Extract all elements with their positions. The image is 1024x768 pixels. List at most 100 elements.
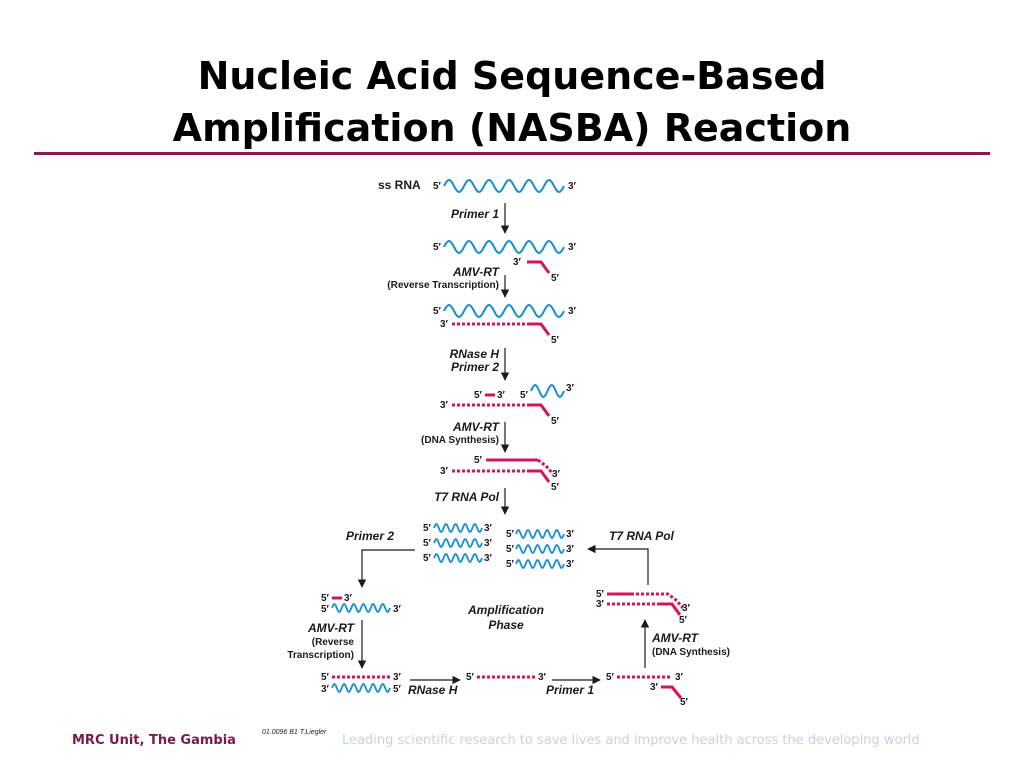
label-primer1: Primer 1 — [451, 207, 499, 221]
label-3prime: 3′ — [538, 672, 547, 683]
rna-strand — [331, 682, 391, 694]
label-5prime: 5′ — [680, 697, 689, 708]
label-5prime: 5′ — [423, 523, 432, 534]
primer1-strand — [661, 685, 683, 699]
label-3prime: 3′ — [440, 400, 449, 411]
rna-strand — [443, 303, 565, 319]
figure-credit: 01.0096 B1 T.Liegler — [262, 729, 327, 736]
label-5prime: 5′ — [679, 615, 688, 626]
footer-tagline: Leading scientific research to save live… — [342, 733, 920, 748]
primer1-strand — [527, 260, 551, 274]
label-5prime: 5′ — [551, 273, 560, 284]
label-phase: Phase — [488, 618, 524, 632]
label-primer1: Primer 1 — [546, 683, 594, 697]
label-5prime: 5′ — [506, 544, 515, 555]
label-5prime: 5′ — [321, 672, 330, 683]
title-line-1: Nucleic Acid Sequence-Based — [197, 54, 827, 98]
label-5prime: 5′ — [474, 455, 483, 466]
label-5prime: 5′ — [520, 390, 529, 401]
label-5prime: 5′ — [433, 181, 442, 192]
label-reverse-transcription: (Reverse Transcription) — [387, 280, 499, 291]
title-line-2: Amplification (NASBA) Reaction — [172, 106, 852, 150]
label-5prime: 5′ — [433, 306, 442, 317]
label-rnase-h: RNase H — [450, 347, 500, 361]
dsdna-bottom — [528, 469, 551, 483]
label-ss-rna: ss RNA — [378, 178, 421, 192]
label-amv-rt: AMV-RT — [452, 420, 501, 434]
dsdna-bottom — [660, 602, 682, 616]
label-3prime: 3′ — [513, 257, 522, 268]
label-3prime: 3′ — [675, 672, 684, 683]
label-3prime: 3′ — [440, 466, 449, 477]
label-3prime: 3′ — [566, 529, 575, 540]
label-3prime: 3′ — [682, 603, 691, 614]
label-3prime: 3′ — [393, 604, 402, 615]
label-amv-rt: AMV-RT — [452, 265, 501, 279]
label-5prime: 5′ — [423, 538, 432, 549]
slide-title: Nucleic Acid Sequence-Based Amplificatio… — [0, 50, 1024, 154]
label-5prime: 5′ — [606, 672, 615, 683]
label-3prime: 3′ — [568, 242, 577, 253]
label-5prime: 5′ — [321, 593, 330, 604]
label-3prime: 3′ — [484, 553, 493, 564]
label-5prime: 5′ — [433, 242, 442, 253]
label-5prime: 5′ — [506, 529, 515, 540]
label-amv-rt: AMV-RT — [651, 631, 700, 645]
label-3prime: 3′ — [393, 672, 402, 683]
label-3prime: 3′ — [484, 523, 493, 534]
label-3prime: 3′ — [650, 682, 659, 693]
rna-copy — [433, 522, 483, 534]
title-divider — [34, 152, 990, 155]
rna-fragment — [530, 383, 565, 399]
label-3prime: 3′ — [497, 390, 506, 401]
label-5prime: 5′ — [551, 416, 560, 427]
label-5prime: 5′ — [466, 672, 475, 683]
label-3prime: 3′ — [568, 306, 577, 317]
label-5prime: 5′ — [321, 604, 330, 615]
label-3prime: 3′ — [566, 544, 575, 555]
arrow-cycle-primer2 — [357, 549, 415, 588]
rna-copy — [515, 558, 565, 570]
dsdna-top-dotted — [537, 458, 555, 475]
label-amplification: Amplification — [467, 603, 544, 617]
arrow-cycle-t7 — [587, 544, 649, 585]
label-5prime: 5′ — [551, 482, 560, 493]
label-amv-rt: AMV-RT — [307, 621, 356, 635]
label-3prime: 3′ — [484, 538, 493, 549]
label-3prime: 3′ — [552, 469, 561, 480]
label-reverse: (Reverse — [312, 637, 355, 648]
footer-org-name: MRC Unit, The Gambia — [72, 733, 236, 748]
rna-copy — [515, 543, 565, 555]
label-3prime: 3′ — [568, 181, 577, 192]
label-5prime: 5′ — [474, 390, 483, 401]
label-3prime: 3′ — [321, 684, 330, 695]
label-5prime: 5′ — [551, 335, 560, 346]
dsdna-top-dotted — [631, 592, 685, 609]
label-5prime: 5′ — [423, 553, 432, 564]
rna-copy — [433, 537, 483, 549]
rna-strand — [331, 602, 391, 614]
label-primer2: Primer 2 — [451, 360, 499, 374]
label-3prime: 3′ — [566, 383, 575, 394]
rna-copy — [515, 528, 565, 540]
label-t7-rna-pol: T7 RNA Pol — [434, 490, 500, 504]
label-5prime: 5′ — [393, 684, 402, 695]
label-5prime: 5′ — [506, 559, 515, 570]
label-3prime: 3′ — [596, 599, 605, 610]
label-3prime: 3′ — [440, 319, 449, 330]
label-3prime: 3′ — [344, 593, 353, 604]
label-transcription: Transcription) — [287, 650, 354, 661]
label-dna-synthesis: (DNA Synthesis) — [421, 435, 499, 446]
primer1-strand — [528, 322, 551, 336]
rna-copy — [433, 552, 483, 564]
label-5prime: 5′ — [596, 589, 605, 600]
primer1-strand — [528, 403, 551, 417]
label-dna-synthesis: (DNA Synthesis) — [652, 647, 730, 658]
label-primer2: Primer 2 — [346, 529, 394, 543]
rna-strand — [443, 239, 565, 255]
label-3prime: 3′ — [566, 559, 575, 570]
label-t7-rna-pol: T7 RNA Pol — [609, 529, 675, 543]
label-rnase-h: RNase H — [408, 683, 458, 697]
rna-strand — [443, 178, 565, 194]
